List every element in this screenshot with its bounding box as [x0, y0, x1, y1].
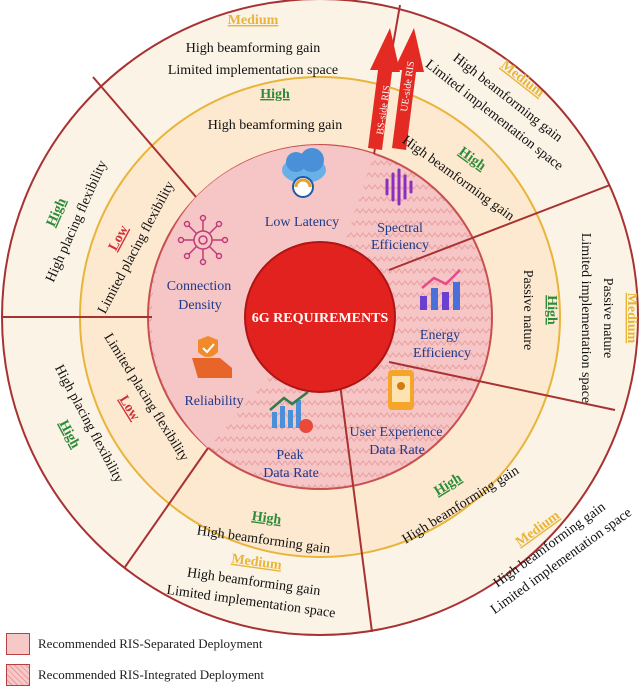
- ris-arrows: BS-side RIS UE-side RIS: [368, 28, 424, 150]
- network-nodes-icon: [177, 214, 229, 266]
- shield-hand-icon: [192, 336, 232, 378]
- legend-label-separated: Recommended RIS-Separated Deployment: [38, 636, 263, 651]
- legend-label-integrated: Recommended RIS-Integrated Deployment: [38, 667, 264, 682]
- cloud-clock-icon: [282, 148, 326, 198]
- legend-integrated: Recommended RIS-Integrated Deployment: [6, 662, 336, 688]
- center-circle: [244, 241, 396, 393]
- legend-swatch-integrated: [6, 664, 30, 686]
- req-peak-1: Peak: [276, 448, 303, 463]
- outer-top-desc-1: High beamforming gain: [186, 41, 321, 56]
- req-energy-1: Energy: [420, 328, 460, 343]
- mid-top-level: High: [260, 87, 290, 102]
- legend-separated: Recommended RIS-Separated Deployment: [6, 631, 336, 657]
- outer-top-level: Medium: [228, 13, 279, 28]
- req-user-experience-2: Data Rate: [369, 443, 425, 458]
- waveform-icon: [385, 168, 413, 206]
- legend-swatch-separated: [6, 633, 30, 655]
- req-user-experience-1: User Experience: [350, 425, 443, 440]
- outer-right-desc-2: Limited implementation space: [578, 233, 593, 403]
- req-spectral-2: Efficiency: [371, 238, 429, 253]
- req-peak-2: Data Rate: [263, 466, 319, 481]
- mid-right-level: High: [544, 295, 559, 325]
- req-low-latency: Low Latency: [265, 215, 339, 230]
- req-reliability: Reliability: [184, 394, 243, 409]
- req-energy-2: Efficiency: [413, 346, 471, 361]
- outer-top-desc-2: Limited implementation space: [168, 63, 338, 78]
- mid-bottom-level: High: [251, 509, 283, 528]
- req-connection-2: Density: [178, 298, 222, 313]
- outer-bottom-level: Medium: [230, 552, 282, 574]
- bar-chart-icon: [420, 269, 461, 310]
- outer-right-level: Medium: [624, 293, 639, 344]
- req-connection-1: Connection: [167, 279, 232, 294]
- center-label: 6G REQUIREMENTS: [252, 311, 389, 326]
- req-spectral-1: Spectral: [377, 221, 423, 236]
- mid-top-desc: High beamforming gain: [208, 118, 343, 133]
- phone-user-icon: [388, 370, 414, 410]
- mid-right-desc: Passive nature: [520, 270, 535, 350]
- outer-right-desc-1: Passive nature: [600, 278, 615, 358]
- growth-chart-icon: [269, 391, 313, 433]
